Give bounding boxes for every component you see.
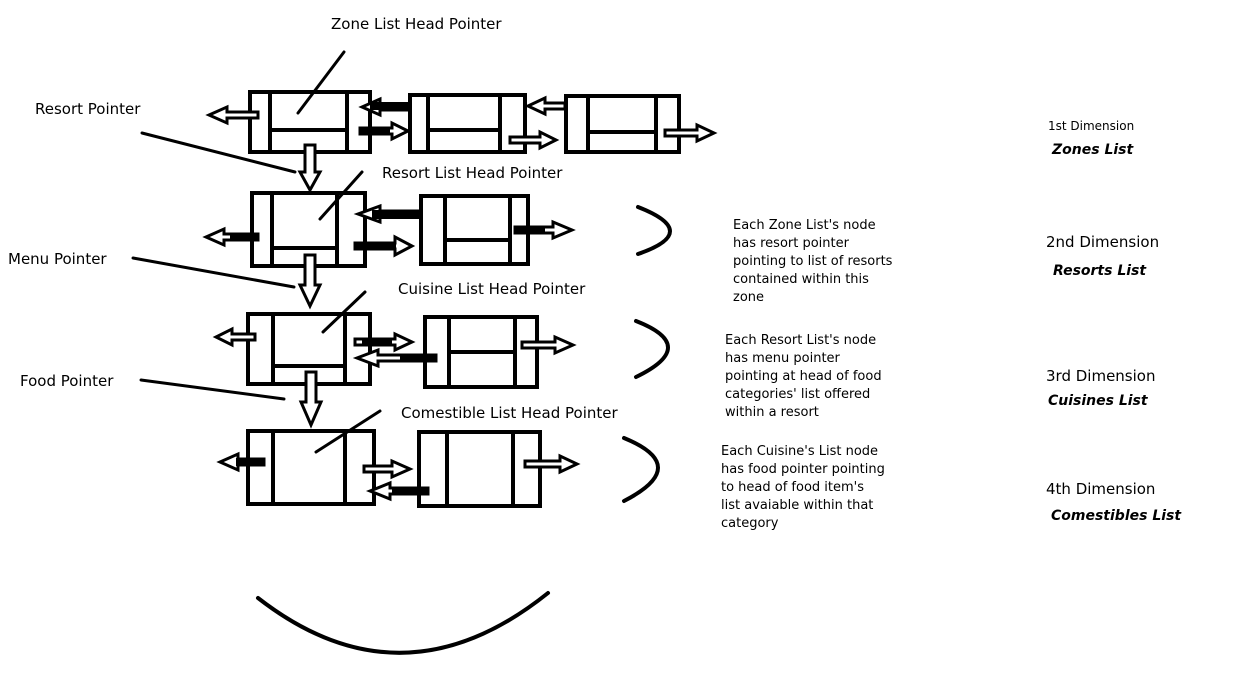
resort-node-2 [419,194,530,266]
zone-list-nodes [248,90,681,154]
dimension-4-name: Comestibles List [1051,508,1182,524]
zone-node-3 [564,94,681,154]
resort-list-head-pointer-label: Resort List Head Pointer [382,164,563,182]
resort-list-nodes [250,191,530,268]
cuisine-list-nodes [246,312,539,389]
food-pointer-label: Food Pointer [20,372,114,390]
cuisine-list-description: Each Cuisine's List node has food pointe… [721,444,885,531]
continuation-curves [256,205,672,655]
comestible-node-2 [417,430,542,508]
dimension-2-name: Resorts List [1053,263,1147,279]
dimension-1-label: 1st Dimension [1048,119,1135,133]
resort-list-description: Each Resort List's node has menu pointer… [725,333,882,420]
zone-node-2 [408,93,527,154]
comestible-node-1 [246,429,376,506]
pointer-leader-lines [131,131,297,401]
dimension-2-label: 2nd Dimension [1046,233,1160,251]
zone-list-head-pointer-label: Zone List Head Pointer [331,15,502,33]
comestible-list-head-pointer-label: Comestible List Head Pointer [401,404,618,422]
zone-node-1 [248,90,372,154]
zone-list-description: Each Zone List's node has resort pointer… [733,218,893,305]
cuisine-list-head-pointer-label: Cuisine List Head Pointer [398,280,586,298]
dimension-1-name: Zones List [1052,142,1134,158]
head-pointer-lines [296,50,382,454]
resort-pointer-label: Resort Pointer [35,100,141,118]
dimension-3-name: Cuisines List [1048,393,1148,409]
dimension-3-label: 3rd Dimension [1046,367,1156,385]
dimension-4-label: 4th Dimension [1046,480,1156,498]
pointer-arrows [202,95,718,502]
arrow-tails [230,102,545,495]
cuisine-node-2 [423,315,539,389]
menu-pointer-label: Menu Pointer [8,250,107,268]
